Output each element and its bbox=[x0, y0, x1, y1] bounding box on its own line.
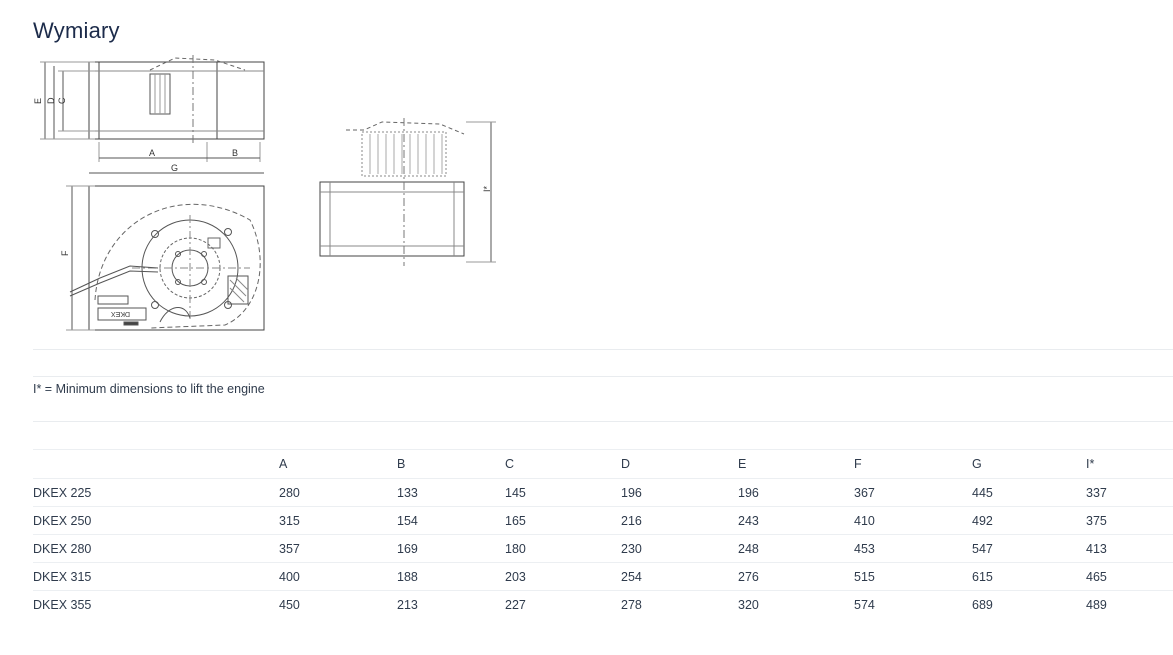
model-cell: DKEX 315 bbox=[33, 562, 279, 591]
table-row: DKEX 355 450 213 227 278 320 574 689 489 bbox=[33, 590, 1173, 618]
table-cell: 337 bbox=[1086, 478, 1173, 507]
table-cell: 216 bbox=[621, 506, 738, 535]
dim-label-f: F bbox=[60, 250, 70, 256]
table-cell: 154 bbox=[397, 506, 505, 535]
table-cell: 254 bbox=[621, 562, 738, 591]
table-cell: 515 bbox=[854, 562, 972, 591]
dim-label-g: G bbox=[171, 163, 178, 173]
table-cell: 203 bbox=[505, 562, 621, 591]
model-cell: DKEX 355 bbox=[33, 590, 279, 618]
table-cell: 615 bbox=[972, 562, 1086, 591]
table-row: DKEX 225 280 133 145 196 196 367 445 337 bbox=[33, 478, 1173, 507]
header-cell: G bbox=[972, 449, 1086, 479]
table-cell: 547 bbox=[972, 534, 1086, 563]
table-cell: 357 bbox=[279, 534, 397, 563]
plate-label: DKEX bbox=[111, 310, 130, 317]
header-cell bbox=[33, 449, 279, 479]
table-cell: 188 bbox=[397, 562, 505, 591]
table-cell: 489 bbox=[1086, 590, 1173, 618]
table-row: DKEX 250 315 154 165 216 243 410 492 375 bbox=[33, 506, 1173, 535]
header-cell: F bbox=[854, 449, 972, 479]
dim-label-b: B bbox=[232, 148, 238, 158]
lift-note: I* = Minimum dimensions to lift the engi… bbox=[33, 382, 265, 396]
table-cell: 375 bbox=[1086, 506, 1173, 535]
table-cell: 445 bbox=[972, 478, 1086, 507]
table-cell: 230 bbox=[621, 534, 738, 563]
dimensions-table: A B C D E F G I* DKEX 225 280 133 145 19… bbox=[33, 449, 1173, 618]
dim-label-e: E bbox=[33, 98, 43, 104]
table-row: DKEX 315 400 188 203 254 276 515 615 465 bbox=[33, 562, 1173, 591]
table-cell: 315 bbox=[279, 506, 397, 535]
table-cell: 492 bbox=[972, 506, 1086, 535]
page-title: Wymiary bbox=[33, 18, 120, 43]
dim-label-d: D bbox=[46, 97, 56, 104]
table-cell: 574 bbox=[854, 590, 972, 618]
table-cell: 413 bbox=[1086, 534, 1173, 563]
table-cell: 367 bbox=[854, 478, 972, 507]
table-cell: 180 bbox=[505, 534, 621, 563]
table-cell: 145 bbox=[505, 478, 621, 507]
side-view-drawing bbox=[40, 55, 265, 174]
header-cell: A bbox=[279, 449, 397, 479]
divider-top bbox=[33, 349, 1173, 350]
table-cell: 133 bbox=[397, 478, 505, 507]
table-cell: 248 bbox=[738, 534, 854, 563]
dimension-drawings: E D C A B G DKEX F bbox=[33, 55, 496, 331]
table-cell: 213 bbox=[397, 590, 505, 618]
divider-note-bottom bbox=[33, 421, 1173, 422]
dim-label-i: I* bbox=[482, 185, 492, 192]
table-cell: 196 bbox=[738, 478, 854, 507]
table-cell: 453 bbox=[854, 534, 972, 563]
table-cell: 196 bbox=[621, 478, 738, 507]
table-cell: 165 bbox=[505, 506, 621, 535]
model-cell: DKEX 250 bbox=[33, 506, 279, 535]
header-cell: C bbox=[505, 449, 621, 479]
model-cell: DKEX 280 bbox=[33, 534, 279, 563]
table-cell: 227 bbox=[505, 590, 621, 618]
table-cell: 169 bbox=[397, 534, 505, 563]
table-cell: 280 bbox=[279, 478, 397, 507]
table-row: DKEX 280 357 169 180 230 248 453 547 413 bbox=[33, 534, 1173, 563]
divider-note-top bbox=[33, 376, 1173, 377]
table-cell: 320 bbox=[738, 590, 854, 618]
dim-label-a: A bbox=[149, 148, 155, 158]
table-cell: 410 bbox=[854, 506, 972, 535]
table-cell: 243 bbox=[738, 506, 854, 535]
table-cell: 450 bbox=[279, 590, 397, 618]
header-cell: D bbox=[621, 449, 738, 479]
dim-label-c: C bbox=[57, 97, 67, 104]
model-cell: DKEX 225 bbox=[33, 478, 279, 507]
front-view-drawing bbox=[319, 118, 496, 266]
table-cell: 689 bbox=[972, 590, 1086, 618]
header-cell: E bbox=[738, 449, 854, 479]
table-header-row: A B C D E F G I* bbox=[33, 449, 1173, 479]
table-cell: 400 bbox=[279, 562, 397, 591]
header-cell: I* bbox=[1086, 449, 1173, 479]
table-cell: 278 bbox=[621, 590, 738, 618]
table-cell: 465 bbox=[1086, 562, 1173, 591]
table-cell: 276 bbox=[738, 562, 854, 591]
plan-view-drawing bbox=[66, 185, 265, 331]
header-cell: B bbox=[397, 449, 505, 479]
